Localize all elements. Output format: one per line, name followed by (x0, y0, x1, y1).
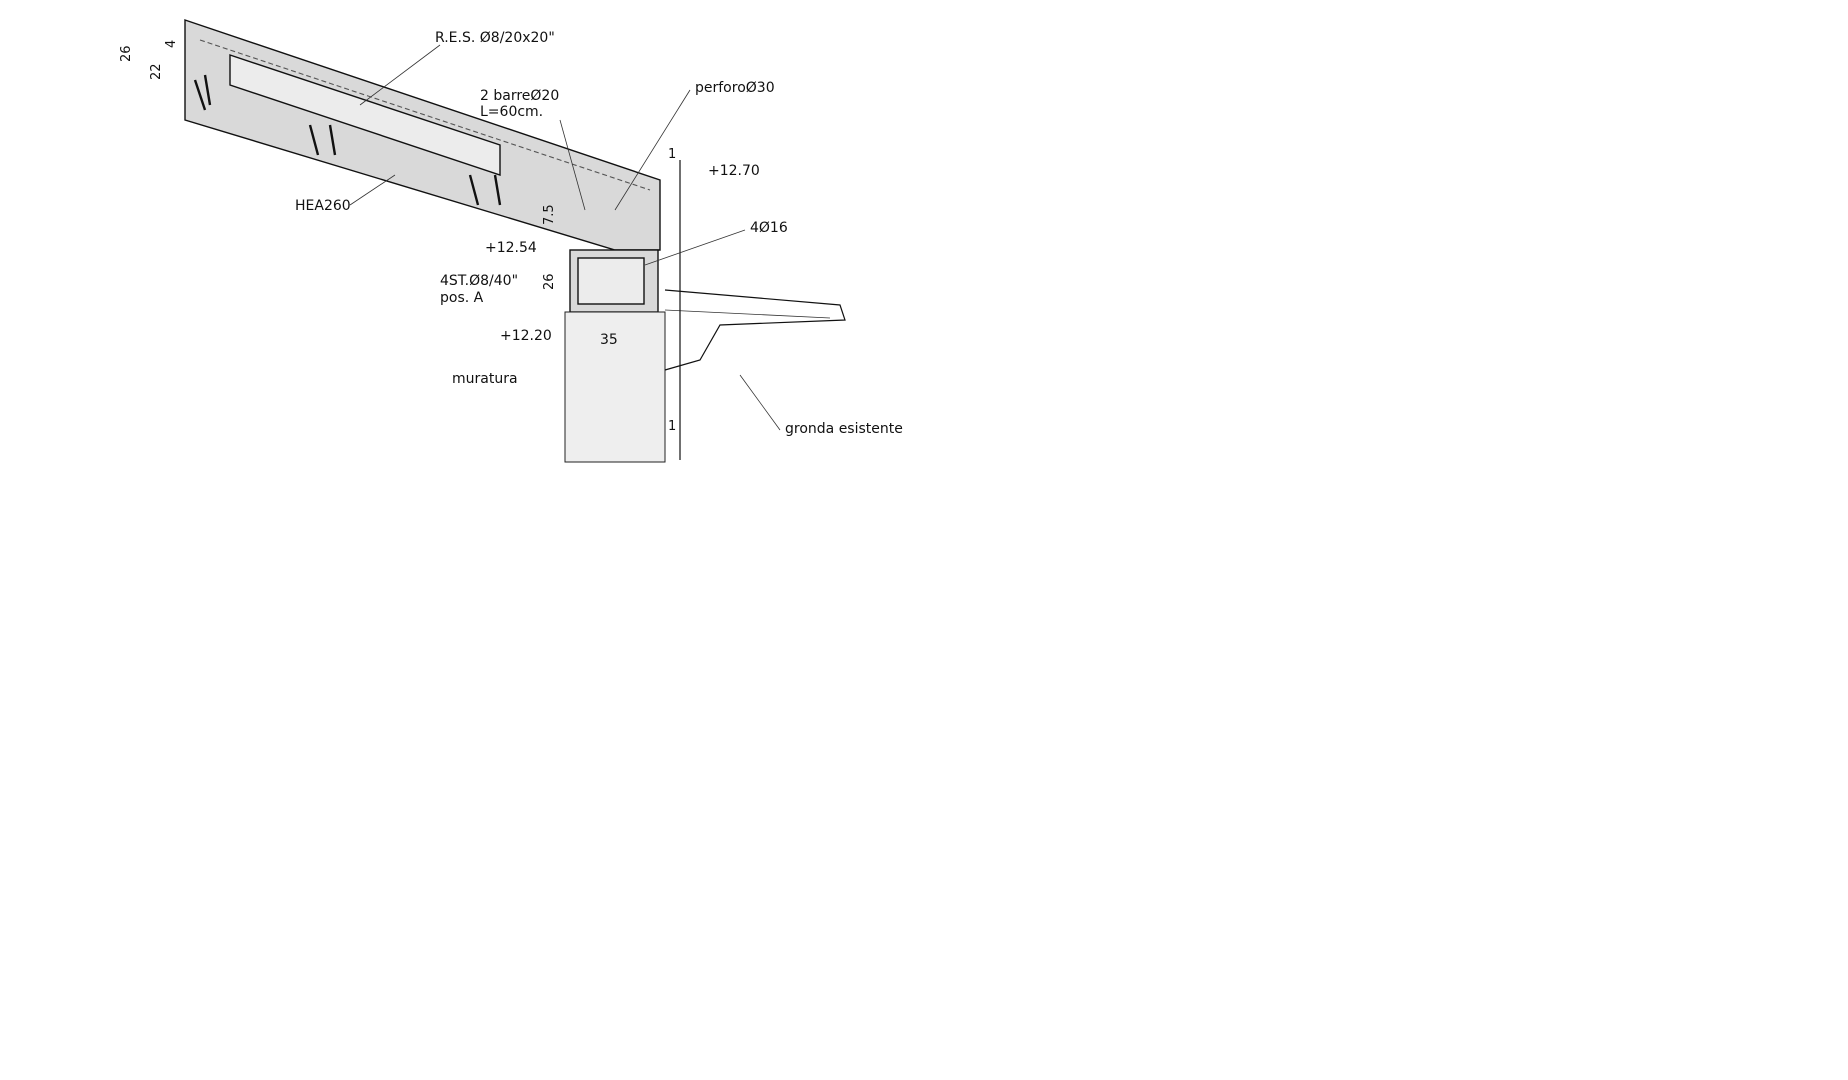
muratura-label-1: muratura (452, 371, 518, 387)
barre-length-label: L=60cm. (480, 104, 543, 120)
dim-26-left: 26 (119, 45, 134, 62)
stirrups-label: 4ST.Ø8/40" (440, 273, 518, 289)
dim-26-curb: 26 (542, 273, 557, 290)
existing-eave (664, 289, 846, 371)
section-mark-bottom: 1 (668, 419, 676, 434)
eave-line (664, 309, 831, 319)
rebars-leader (644, 229, 746, 266)
dim-22-left: 22 (149, 63, 164, 80)
hea-leader-1 (349, 174, 396, 206)
res-leader (359, 44, 441, 106)
gronda-label: gronda esistente (785, 421, 903, 437)
res-label: R.E.S. Ø8/20x20" (435, 30, 555, 46)
elevation-1270: +12.70 (708, 163, 760, 179)
slab-blocks (229, 54, 501, 176)
slab-rebars (193, 74, 502, 206)
elevation-1220: +12.20 (500, 328, 552, 344)
hea-label-1: HEA260 (295, 198, 351, 214)
masonry-wall-1 (564, 311, 666, 463)
dim-35: 35 (600, 332, 618, 348)
stirrups-pos-label: pos. A (440, 290, 484, 306)
elevation-1254: +12.54 (485, 240, 537, 256)
perforo-leader (614, 89, 691, 211)
rebars-4016-label: 4Ø16 (750, 220, 788, 236)
gronda-leader (739, 374, 781, 431)
detail-slab-bearing: 26 22 4 R.E.S. Ø8/20x20" 2 barreØ20 L=60… (119, 19, 903, 463)
section-mark-top: 1 (668, 147, 676, 162)
barre-label: 2 barreØ20 (480, 88, 559, 104)
curb-cage (577, 257, 645, 305)
res-mesh-line (199, 39, 651, 191)
barre-leader (559, 119, 586, 211)
perforo-label: perforoØ30 (695, 80, 775, 96)
dim-7-5: 7.5 (542, 204, 557, 225)
dim-4-left: 4 (164, 40, 179, 48)
